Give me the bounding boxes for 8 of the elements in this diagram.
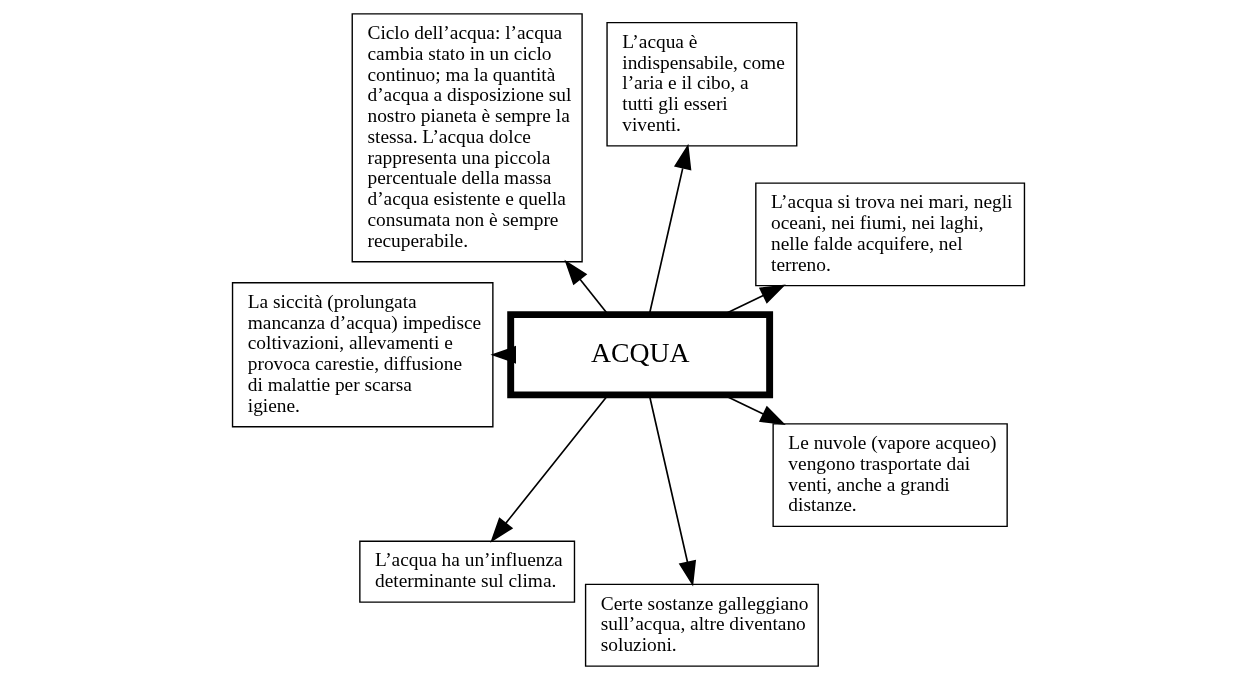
node-box: Le nuvole (vapore acqueo) vengono trasportate dai venti, anche a grandi distanze. — [771, 423, 1008, 528]
node-box: La siccità (prolungata mancanza d’acqua) impedisce coltivazioni, allevamenti e provoca carestie, diffusione di malattie per scarsa igiene. — [231, 282, 494, 428]
node-box: L’acqua si trova nei mari, negli oceani, nei fiumi, nei laghi, nelle falde acquifere, nel terreno. — [754, 182, 1025, 287]
node-box: L’acqua ha un’influenza determinante sul clima. — [358, 540, 575, 603]
node-box: Certe sostanze galleggiano sull’acqua, altre diventano soluzioni. — [584, 583, 819, 667]
node-box: L’acqua è indispensabile, come l’aria e il cibo, a tutti gli esseri viventi. — [605, 21, 797, 147]
node-box: Ciclo dell’acqua: l’acqua cambia stato in un ciclo continuo; ma la quantità d’acqua a disposizione sul nostro pianeta è sempre la stessa. L’acqua dolce rappresenta una piccola percentuale della massa d’acqua esistente e quella consumata non è sempre recuperabile. — [351, 13, 583, 263]
arrow — [490, 345, 516, 364]
